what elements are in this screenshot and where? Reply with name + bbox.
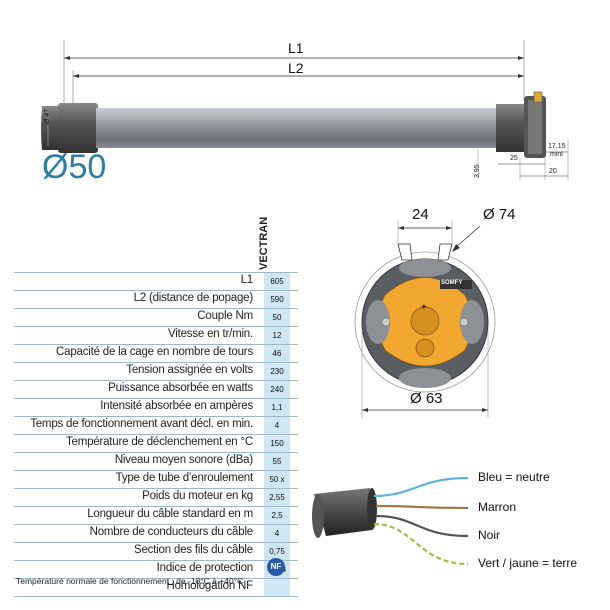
spec-value: 605 [264,273,290,290]
spec-value: 50 [264,309,290,326]
spec-label: Couple Nm [197,310,253,322]
table-column-header: VECTRAN [258,216,270,270]
spec-value: 4 [264,525,290,542]
table-row: Poids du moteur en kg 2,55 [14,488,298,506]
spec-value [264,579,290,596]
wire-1 [375,504,469,510]
dim-d47-label: Ø 47 [44,108,51,124]
motor-side-view [41,40,569,180]
spec-label: Vitesse en tr/min. [167,328,253,340]
spec-label: Homologation NF [166,580,254,592]
wire-label: Vert / jaune = terre [478,556,578,570]
spec-value: 590 [264,291,290,308]
wire-label: Noir [478,528,501,542]
spec-label: Intensité absorbée en ampères [100,400,253,412]
spec-label: Temps de fonctionnement avant décl. en m… [30,418,253,430]
wire-0 [373,476,469,498]
spec-label: Température de déclenchement en °C [65,436,253,448]
spec-label: Type de tube d’enroulement [115,472,254,484]
spec-label: Capacité de la cage en nombre de tours [56,346,253,358]
spec-value: 2,55 [264,489,290,506]
spec-label: Niveau moyen sonore (dBa) [114,454,253,466]
motor-end-cap [41,106,60,150]
table-row: Homologation NF [14,578,298,597]
table-row: Type de tube d’enroulement 50 x 1,5 [14,470,298,501]
spec-label: Indice de protection [156,562,254,574]
spec-value: 0,75 [264,543,290,560]
table-row: Couple Nm 50 [14,308,298,326]
table-row: Tension assignée en volts 230 [14,362,298,380]
wire-label: Bleu = neutre [478,470,550,484]
spec-value: 46 [264,345,290,362]
spec-value: 230 [264,363,290,380]
spec-value: 2,5 [264,507,290,524]
spec-value: 4 [264,417,290,434]
spec-label: L1 [240,274,254,286]
wire-2 [375,514,469,538]
dim-l2-label: L2 [288,60,304,76]
motor-head [496,104,526,152]
spec-value: 1,1 [264,399,290,416]
wire-3 [373,522,469,566]
dim-20-label: 20 [549,168,557,175]
motor-tube [96,108,498,148]
dim-d74-label: Ø 74 [483,206,516,223]
table-row: Nombre de conducteurs du câble 4 [14,524,298,542]
spec-value: 55 [264,453,290,470]
table-row: Temps de fonctionnement avant décl. en m… [14,416,298,434]
spec-label: Section des fils du câble [133,544,253,556]
dim-24-label: 24 [412,206,429,223]
nf-homologation-badge: NF [267,558,285,576]
spec-label: Tension assignée en volts [126,364,253,376]
dim-395-label: 3,95 [474,164,481,178]
dim-d63-label: Ø 63 [410,390,443,407]
spec-value: 150 [264,435,290,452]
table-row: Niveau moyen sonore (dBa) 55 [14,452,298,470]
table-row: Vitesse en tr/min. 12 [14,326,298,344]
wire-label: Marron [478,500,517,514]
motor-head-front-view: + [354,220,496,418]
svg-text:+: + [421,302,427,313]
adjust-knob-down [415,338,435,358]
dim-25-label: 25 [510,155,518,162]
table-row: L2 (distance de popage) 590 [14,290,298,308]
dim-l1-label: L1 [288,40,304,56]
table-row: Intensité absorbée en ampères 1,1 [14,398,298,416]
spec-value: 50 x 1,5 [264,471,290,501]
table-row: Puissance absorbée en watts 240 [14,380,298,398]
dim-1715-label: 17,15 [548,143,566,150]
diameter-label: Ø50 [42,148,107,186]
spec-label: Poids du moteur en kg [142,490,253,502]
spec-label: L2 (distance de popage) [133,292,254,304]
dim-mini-label: mini [550,151,563,158]
brand-tag: SOMFY [441,280,463,286]
table-row: Capacité de la cage en nombre de tours 46 [14,344,298,362]
cable-sheath [314,488,375,536]
table-row: Longueur du câble standard en m 2,5 [14,506,298,524]
table-row: L1 605 [14,272,298,290]
table-row: Température de déclenchement en °C 150 [14,434,298,452]
adjust-knob-up [410,306,440,336]
temperature-note: Température normale de fonctionnement : … [16,576,244,586]
spec-value: 12 [264,327,290,344]
table-row: Section des fils du câble 0,75 [14,542,298,560]
spec-label: Nombre de conducteurs du câble [89,526,254,538]
cable-diagram [312,476,469,566]
spec-value: 240 [264,381,290,398]
spec-label: Longueur du câble standard en m [87,508,253,520]
spec-label: Puissance absorbée en watts [108,382,253,394]
